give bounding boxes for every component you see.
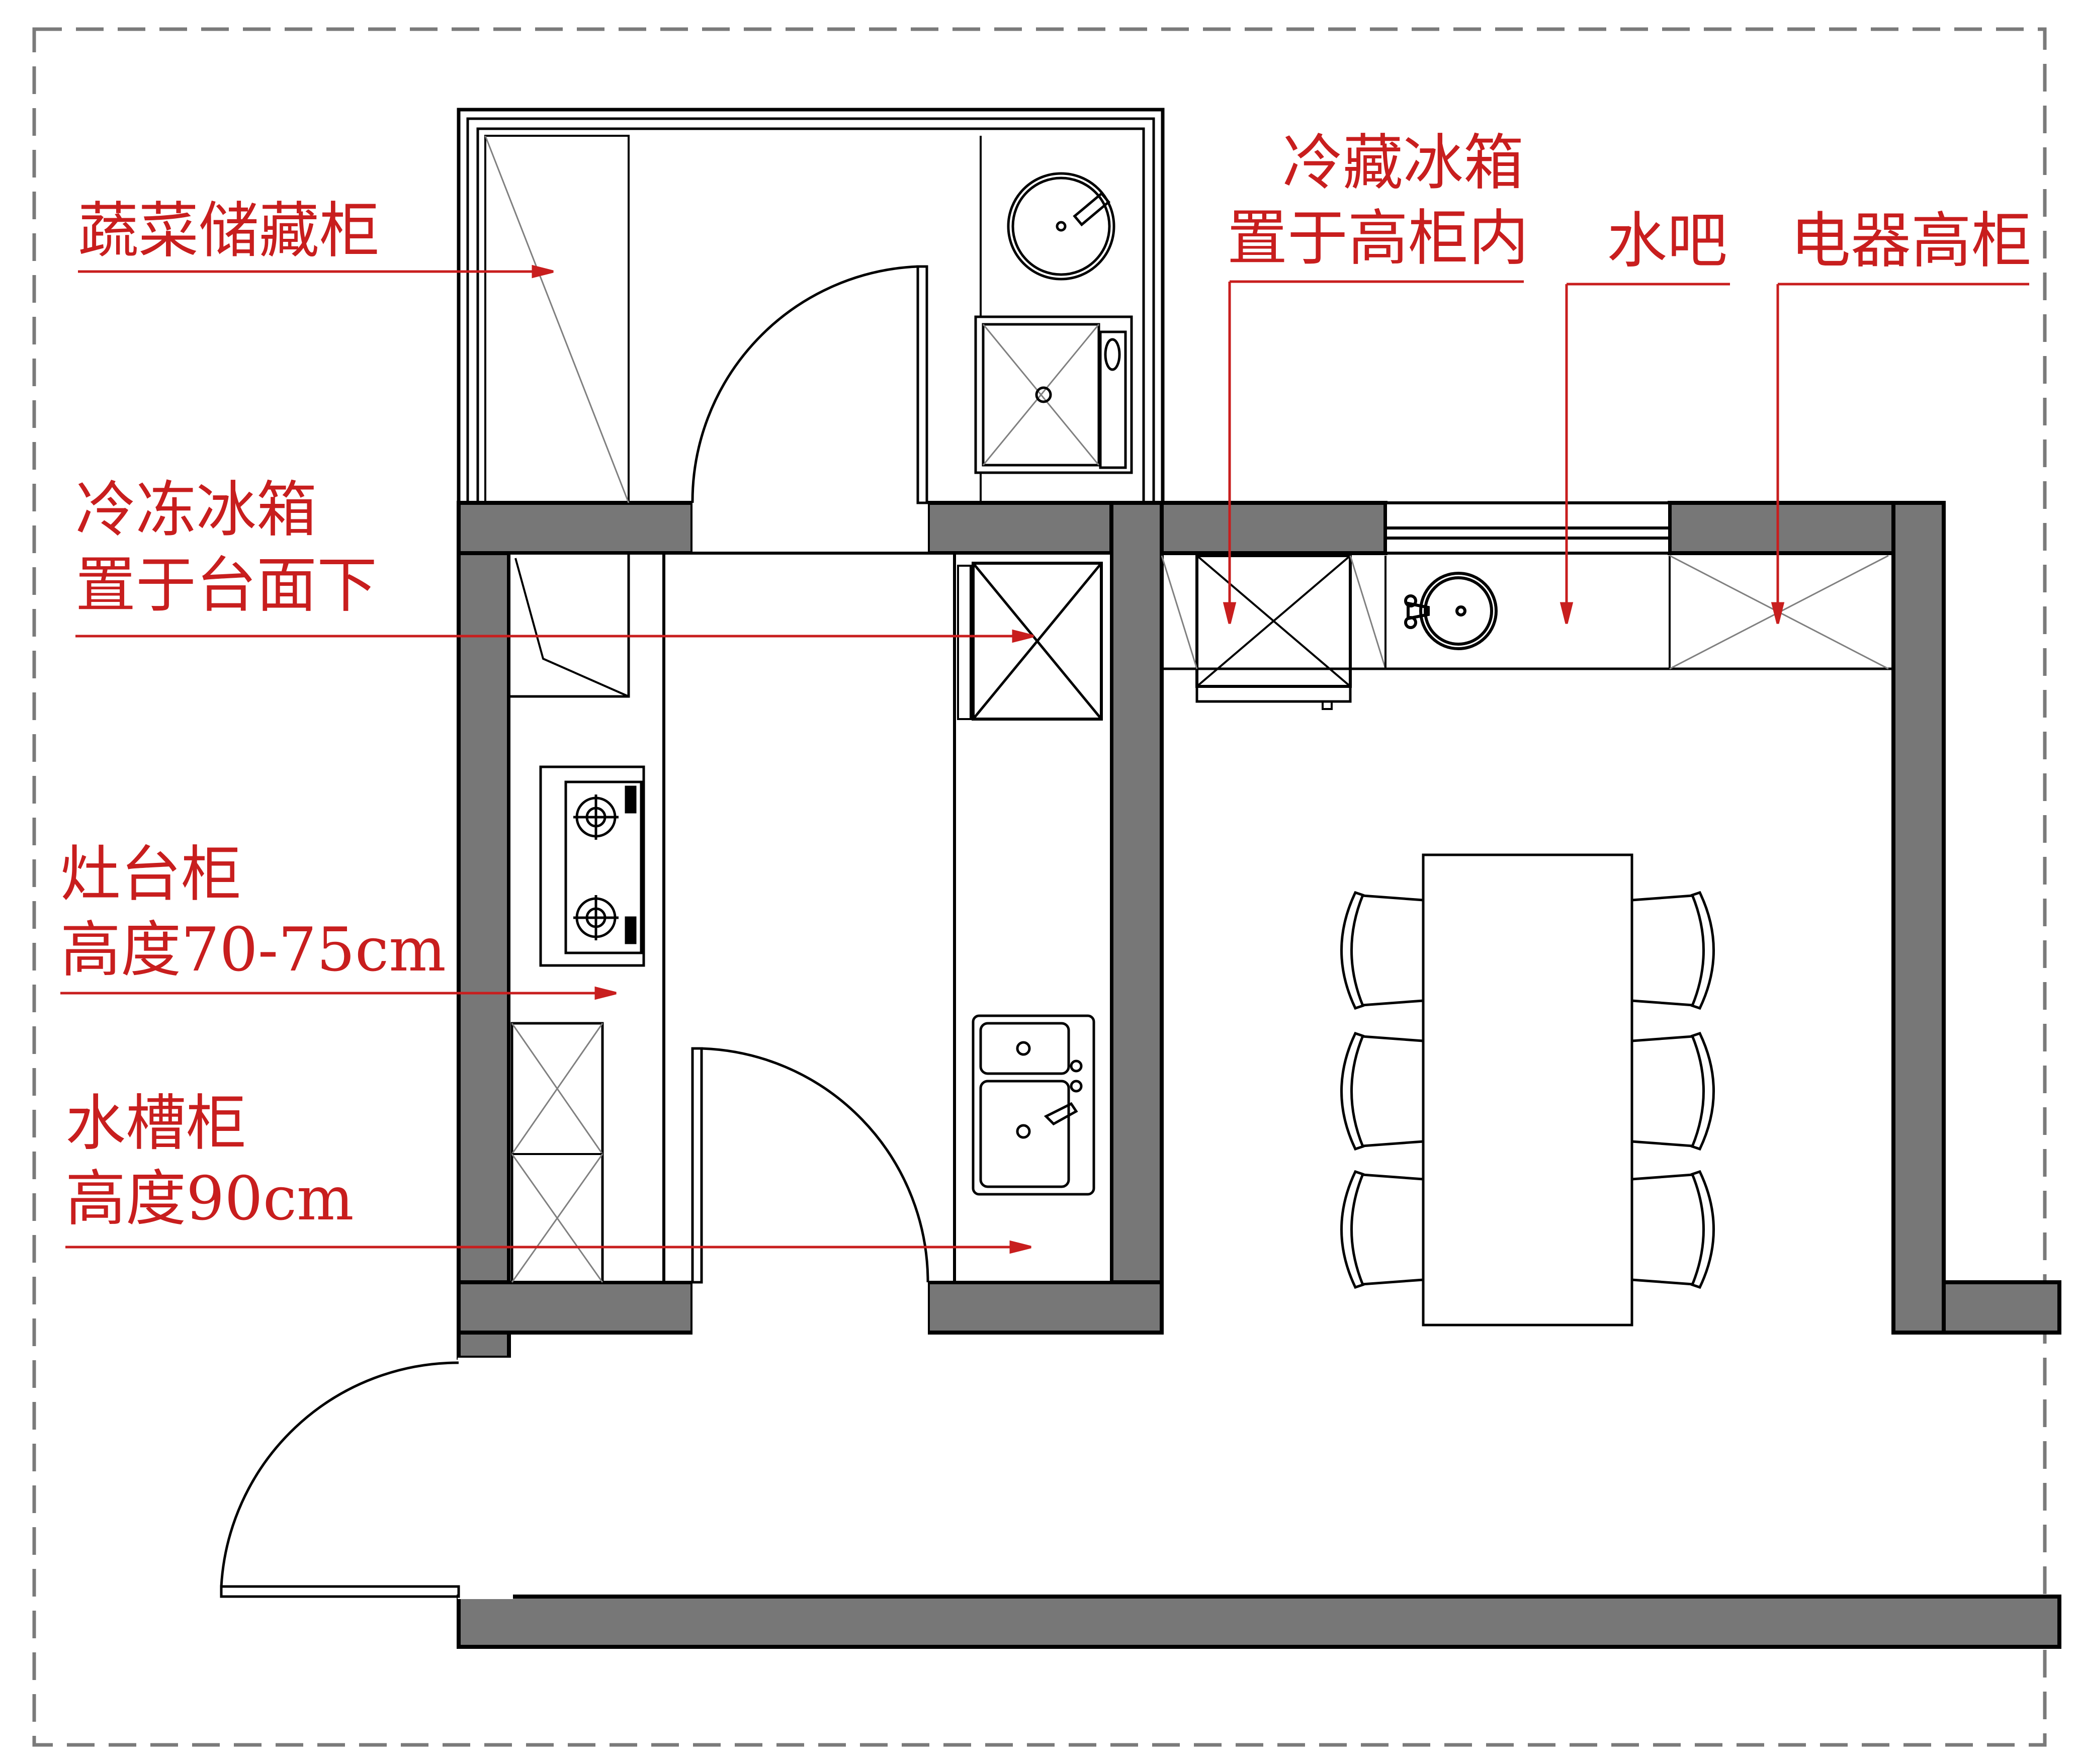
chair-icon (1630, 1031, 1715, 1151)
wall-bottom (457, 1595, 2061, 1649)
washbasin-icon (1404, 572, 1498, 650)
wall-kitchen-bottom-right (926, 1280, 1164, 1335)
annotation-lines (60, 264, 2029, 1254)
stove-icon (539, 765, 645, 967)
drawing-border (32, 27, 2047, 1747)
label-line: 蔬菜储藏柜 (78, 196, 380, 266)
dining-table-icon (1422, 853, 1633, 1327)
label-line: 灶台柜 (60, 840, 241, 910)
dining (1160, 552, 1895, 710)
wall-top-left (457, 501, 695, 555)
label-line: 高度90cm (65, 1164, 354, 1234)
label-line: 冷藏冰箱 (1282, 128, 1524, 198)
veg-cabinet (484, 135, 630, 504)
chair-icon (1340, 1031, 1425, 1151)
chair-icon (1340, 891, 1425, 1010)
wall-kitchen-left (457, 501, 511, 1360)
door-swing-icon (691, 265, 928, 558)
wall-dining-right (1891, 501, 1946, 1335)
label-line: 置于高柜内 (1227, 204, 1529, 274)
window (1384, 501, 1671, 555)
label-stove: 灶台柜 高度70-75cm (60, 837, 446, 988)
washing-machine-icon (974, 315, 1133, 474)
label-line: 高度70-75cm (60, 915, 446, 985)
label-freezer: 冷冻冰箱 置于台面下 (75, 473, 377, 624)
label-line: 水槽柜 (65, 1089, 246, 1159)
label-fridge: 冷藏冰箱 置于高柜内 (1227, 126, 1529, 277)
label-appliance: 电器高柜 (1790, 204, 2032, 279)
label-line: 置于台面下 (75, 551, 377, 621)
chairs (1340, 891, 1715, 1289)
freezer-box (972, 562, 1103, 721)
label-sink: 水槽柜 高度90cm (65, 1086, 354, 1237)
wall-kitchen-left-stub (457, 1280, 695, 1335)
door-swing-icon (691, 1047, 929, 1335)
label-line: 冷冻冰箱 (75, 475, 317, 545)
label-water-bar: 水吧 (1607, 204, 1727, 279)
washbasin-icon (1007, 172, 1115, 281)
door-swing-icon (220, 1358, 513, 1599)
label-line: 电器高柜 (1790, 206, 2032, 276)
sink-icon (972, 1014, 1095, 1196)
chair-icon (1630, 891, 1715, 1010)
chair-icon (1340, 1170, 1425, 1289)
label-line: 水吧 (1607, 206, 1727, 276)
label-veg-cabinet: 蔬菜储藏柜 (78, 194, 380, 269)
wall-partition (1109, 501, 1164, 1335)
wall-dining-right-stub (1942, 1280, 2061, 1335)
chair-icon (1630, 1170, 1715, 1289)
